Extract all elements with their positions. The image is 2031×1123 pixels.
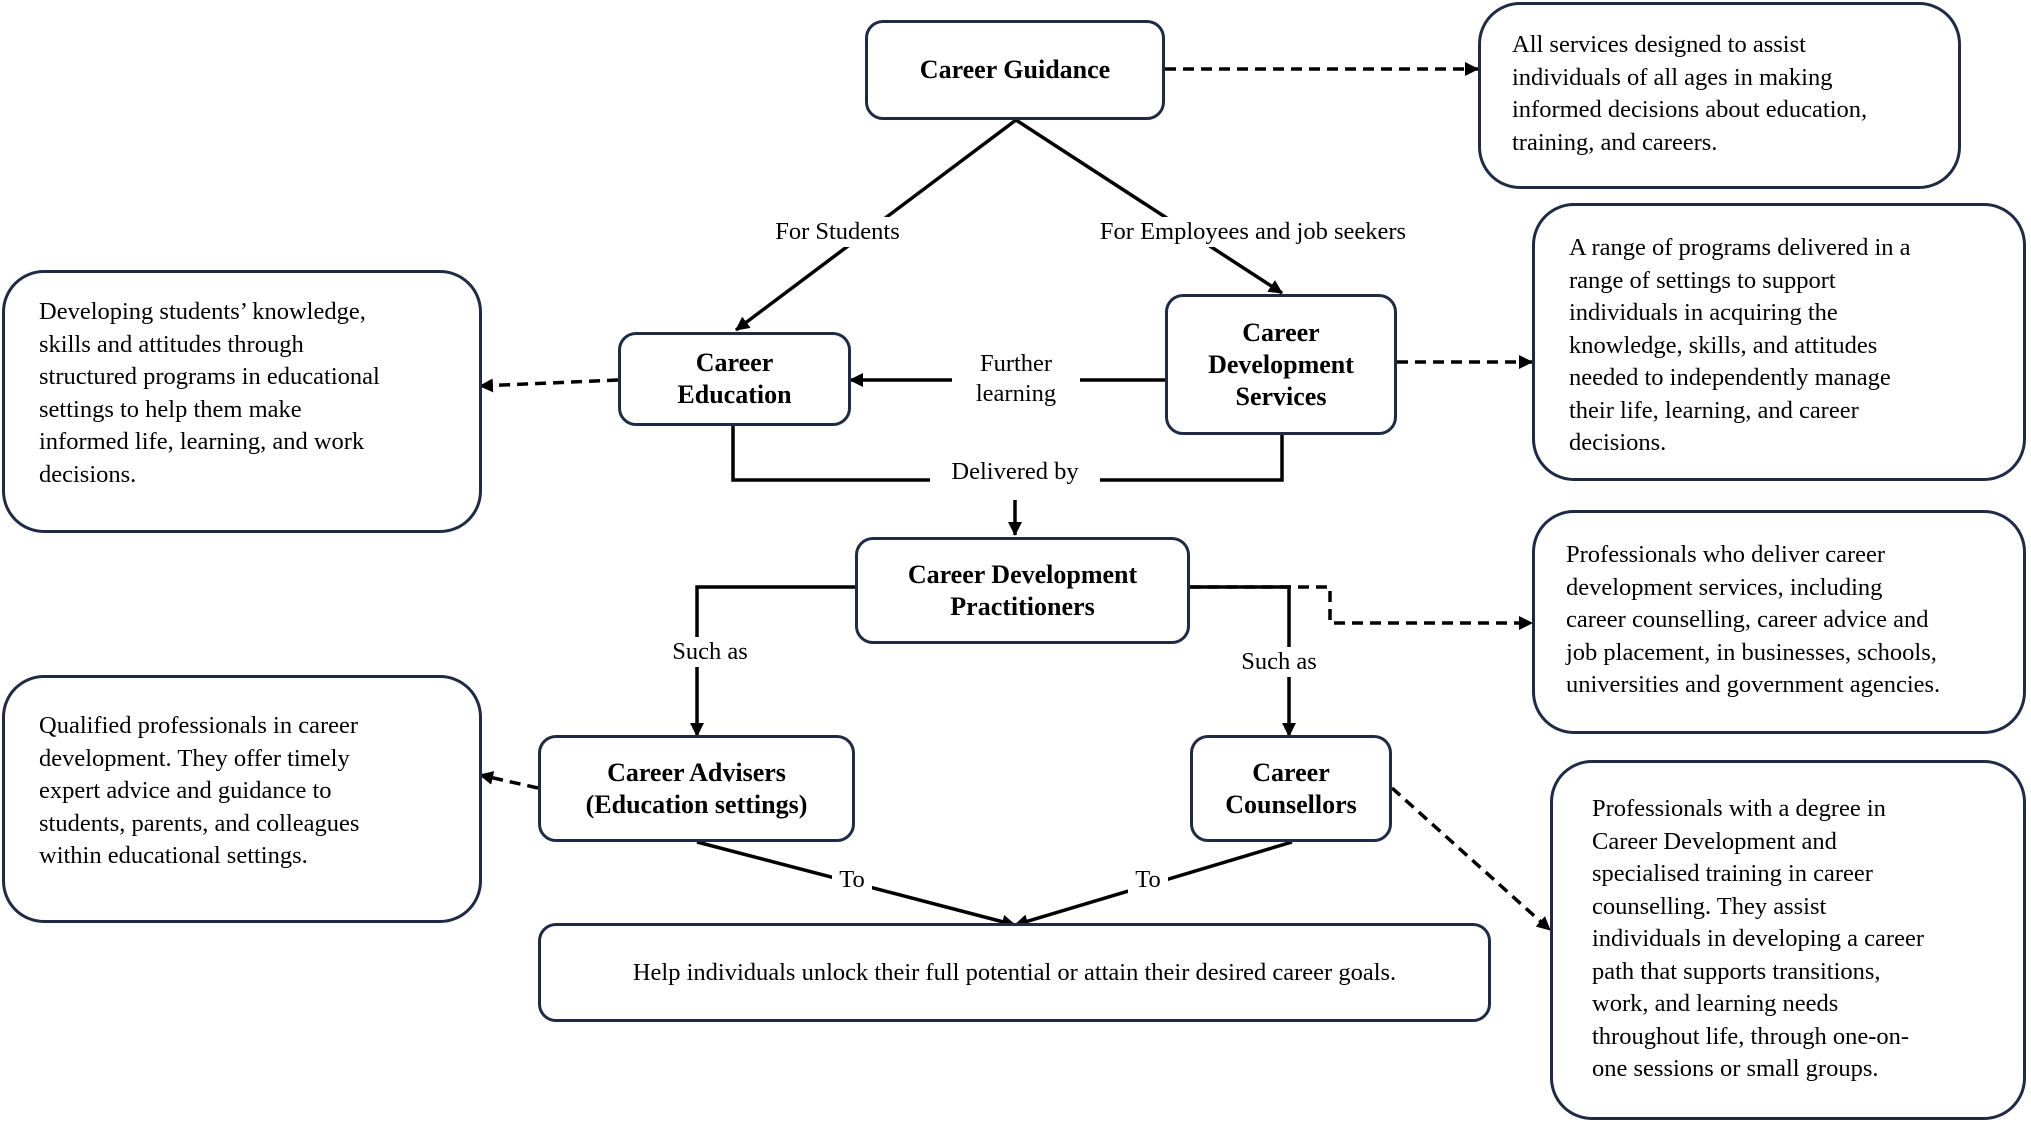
career-guidance-description: All services designed to assist individu… [1478,2,1961,189]
edge-label-to-right: To [1128,865,1168,895]
edge-label-such-as-left: Such as [655,637,765,667]
edge-label-to-left: To [832,865,872,895]
edge-label-for-employees: For Employees and job seekers [1068,217,1438,247]
edge-label-for-students: For Students [760,217,915,247]
counsellors-description-dashed-arrow [1390,786,1552,932]
career-development-services-node: Career Development Services [1165,294,1397,435]
career-education-node: Career Education [618,332,851,426]
goal-node: Help individuals unlock their full poten… [538,923,1491,1022]
practitioners-to-advisers-line [690,585,855,737]
career-guidance-node: Career Guidance [865,20,1165,120]
career-counsellors-description: Professionals with a degree in Career De… [1550,760,2026,1120]
career-development-practitioners-node: Career Development Practitioners [855,537,1190,644]
career-advisers-node: Career Advisers (Education settings) [538,735,855,842]
edge-label-such-as-right: Such as [1224,647,1334,677]
career-education-description: Developing students’ knowledge, skills a… [2,270,482,533]
practitioners-description-dashed-arrow [1190,585,1533,630]
edge-label-further-learning: Further learning [952,349,1080,409]
edge-label-delivered-by: Delivered by [930,457,1100,487]
career-development-services-description: A range of programs delivered in a range… [1532,203,2026,481]
career-counsellors-node: Career Counsellors [1190,735,1392,842]
guidance-to-services-line [1015,118,1283,295]
advisers-description-dashed-arrow [479,771,539,790]
practitioners-description: Professionals who deliver career develop… [1532,510,2026,734]
education-description-dashed-arrow [479,378,619,393]
career-advisers-description: Qualified professionals in career develo… [2,675,482,923]
